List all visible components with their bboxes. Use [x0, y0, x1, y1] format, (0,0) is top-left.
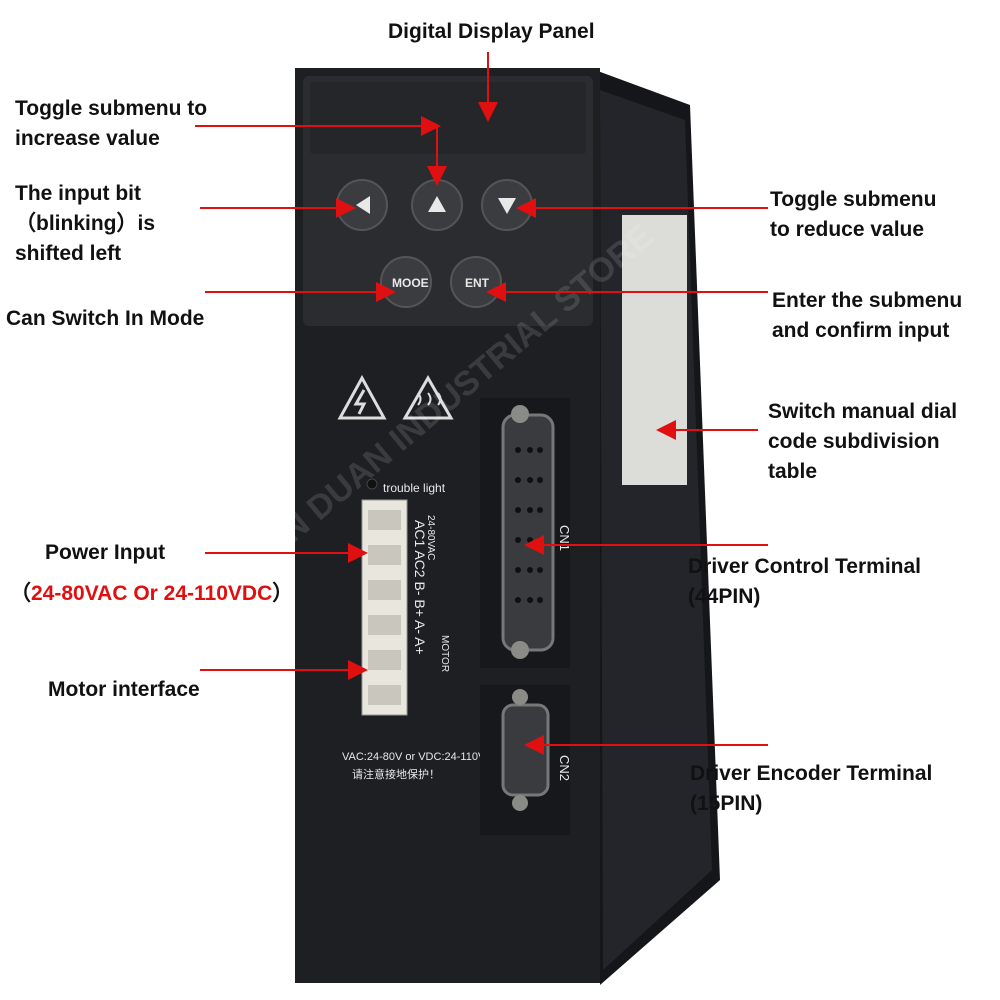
label-power-input: Power Input	[45, 541, 166, 564]
trouble-light-label: trouble light	[383, 481, 446, 495]
heatsink-side	[595, 70, 720, 985]
cn2-label: CN2	[557, 755, 572, 781]
label-encoder-line2: (15PIN)	[690, 792, 763, 815]
ent-button-label: ENT	[465, 276, 490, 290]
label-shift-line1: The input bit	[15, 182, 141, 205]
voltage-note: VAC:24-80V or VDC:24-110V	[342, 751, 486, 763]
label-increase-value: Toggle submenu to increase value	[15, 94, 207, 154]
label-encoder-terminal: Driver Encoder Terminal (15PIN)	[690, 759, 932, 819]
terminal-label-row: AC1 AC2 B- B+ A- A+	[412, 520, 428, 655]
label-enter-line2: and confirm input	[772, 319, 950, 342]
label-enter-submenu: Enter the submenu and confirm input	[772, 286, 962, 346]
label-encoder-line1: Driver Encoder Terminal	[690, 762, 933, 785]
label-display-panel: Digital Display Panel	[388, 20, 595, 43]
power-range-open: （	[10, 582, 31, 605]
label-power-range: （24-80VAC Or 24-110VDC）	[10, 579, 293, 609]
label-shift-line2: （blinking）is	[15, 212, 156, 235]
warning-icons	[337, 374, 454, 420]
label-dial-line1: Switch manual dial	[768, 400, 958, 423]
trouble-led	[366, 478, 378, 490]
power-range-value: 24-80VAC Or 24-110VDC	[31, 582, 273, 605]
label-control-terminal: Driver Control Terminal (44PIN)	[688, 552, 921, 612]
label-shift-line3: shifted left	[15, 242, 122, 265]
label-motor-interface: Motor interface	[48, 678, 200, 701]
label-dial-code: Switch manual dial code subdivision tabl…	[768, 397, 957, 487]
label-increase-line1: Toggle submenu to	[15, 97, 208, 120]
label-reduce-line1: Toggle submenu	[770, 188, 937, 211]
motor-label: MOTOR	[439, 635, 450, 672]
label-switch-mode: Can Switch In Mode	[6, 307, 205, 330]
label-control-line1: Driver Control Terminal	[688, 555, 921, 578]
mode-button-label: MOOE	[392, 276, 429, 290]
label-increase-line2: increase value	[15, 127, 160, 150]
ac-range-label: 24-80VAC	[425, 515, 436, 560]
label-reduce-value: Toggle submenu to reduce value	[770, 185, 936, 245]
cn1-label: CN1	[557, 525, 572, 551]
label-control-line2: (44PIN)	[688, 585, 761, 608]
label-dial-line3: table	[768, 460, 818, 483]
label-dial-line2: code subdivision	[768, 430, 940, 453]
label-shift-left: The input bit （blinking）is shifted left	[15, 179, 155, 269]
label-enter-line1: Enter the submenu	[772, 289, 963, 312]
terminal-block	[361, 499, 408, 716]
cn2-connector	[501, 703, 550, 797]
ground-note: 请注意接地保护！	[352, 767, 440, 781]
label-reduce-line2: to reduce value	[770, 218, 925, 241]
power-range-close: ）	[272, 582, 294, 605]
